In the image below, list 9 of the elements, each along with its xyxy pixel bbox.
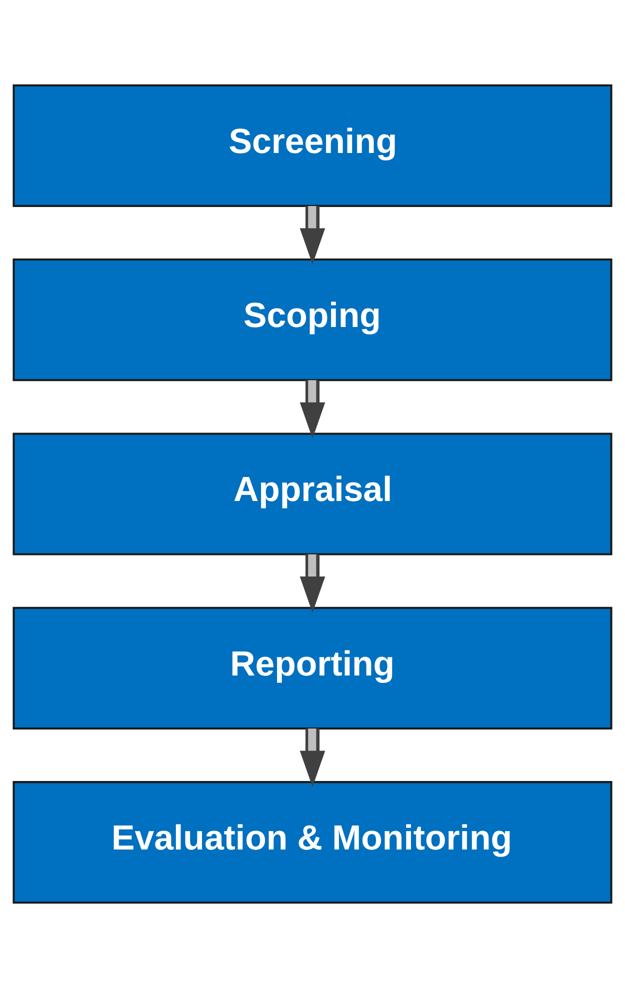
- arrow: [300, 728, 326, 786]
- arrow: [300, 554, 326, 612]
- node-box: Scoping: [12, 258, 612, 381]
- node-box: Appraisal: [12, 432, 612, 555]
- node-box: Reporting: [12, 606, 612, 729]
- arrow: [300, 206, 326, 264]
- arrow: [300, 380, 326, 438]
- node-box: Evaluation & Monitoring: [12, 780, 612, 904]
- node-box: Screening: [12, 84, 612, 206]
